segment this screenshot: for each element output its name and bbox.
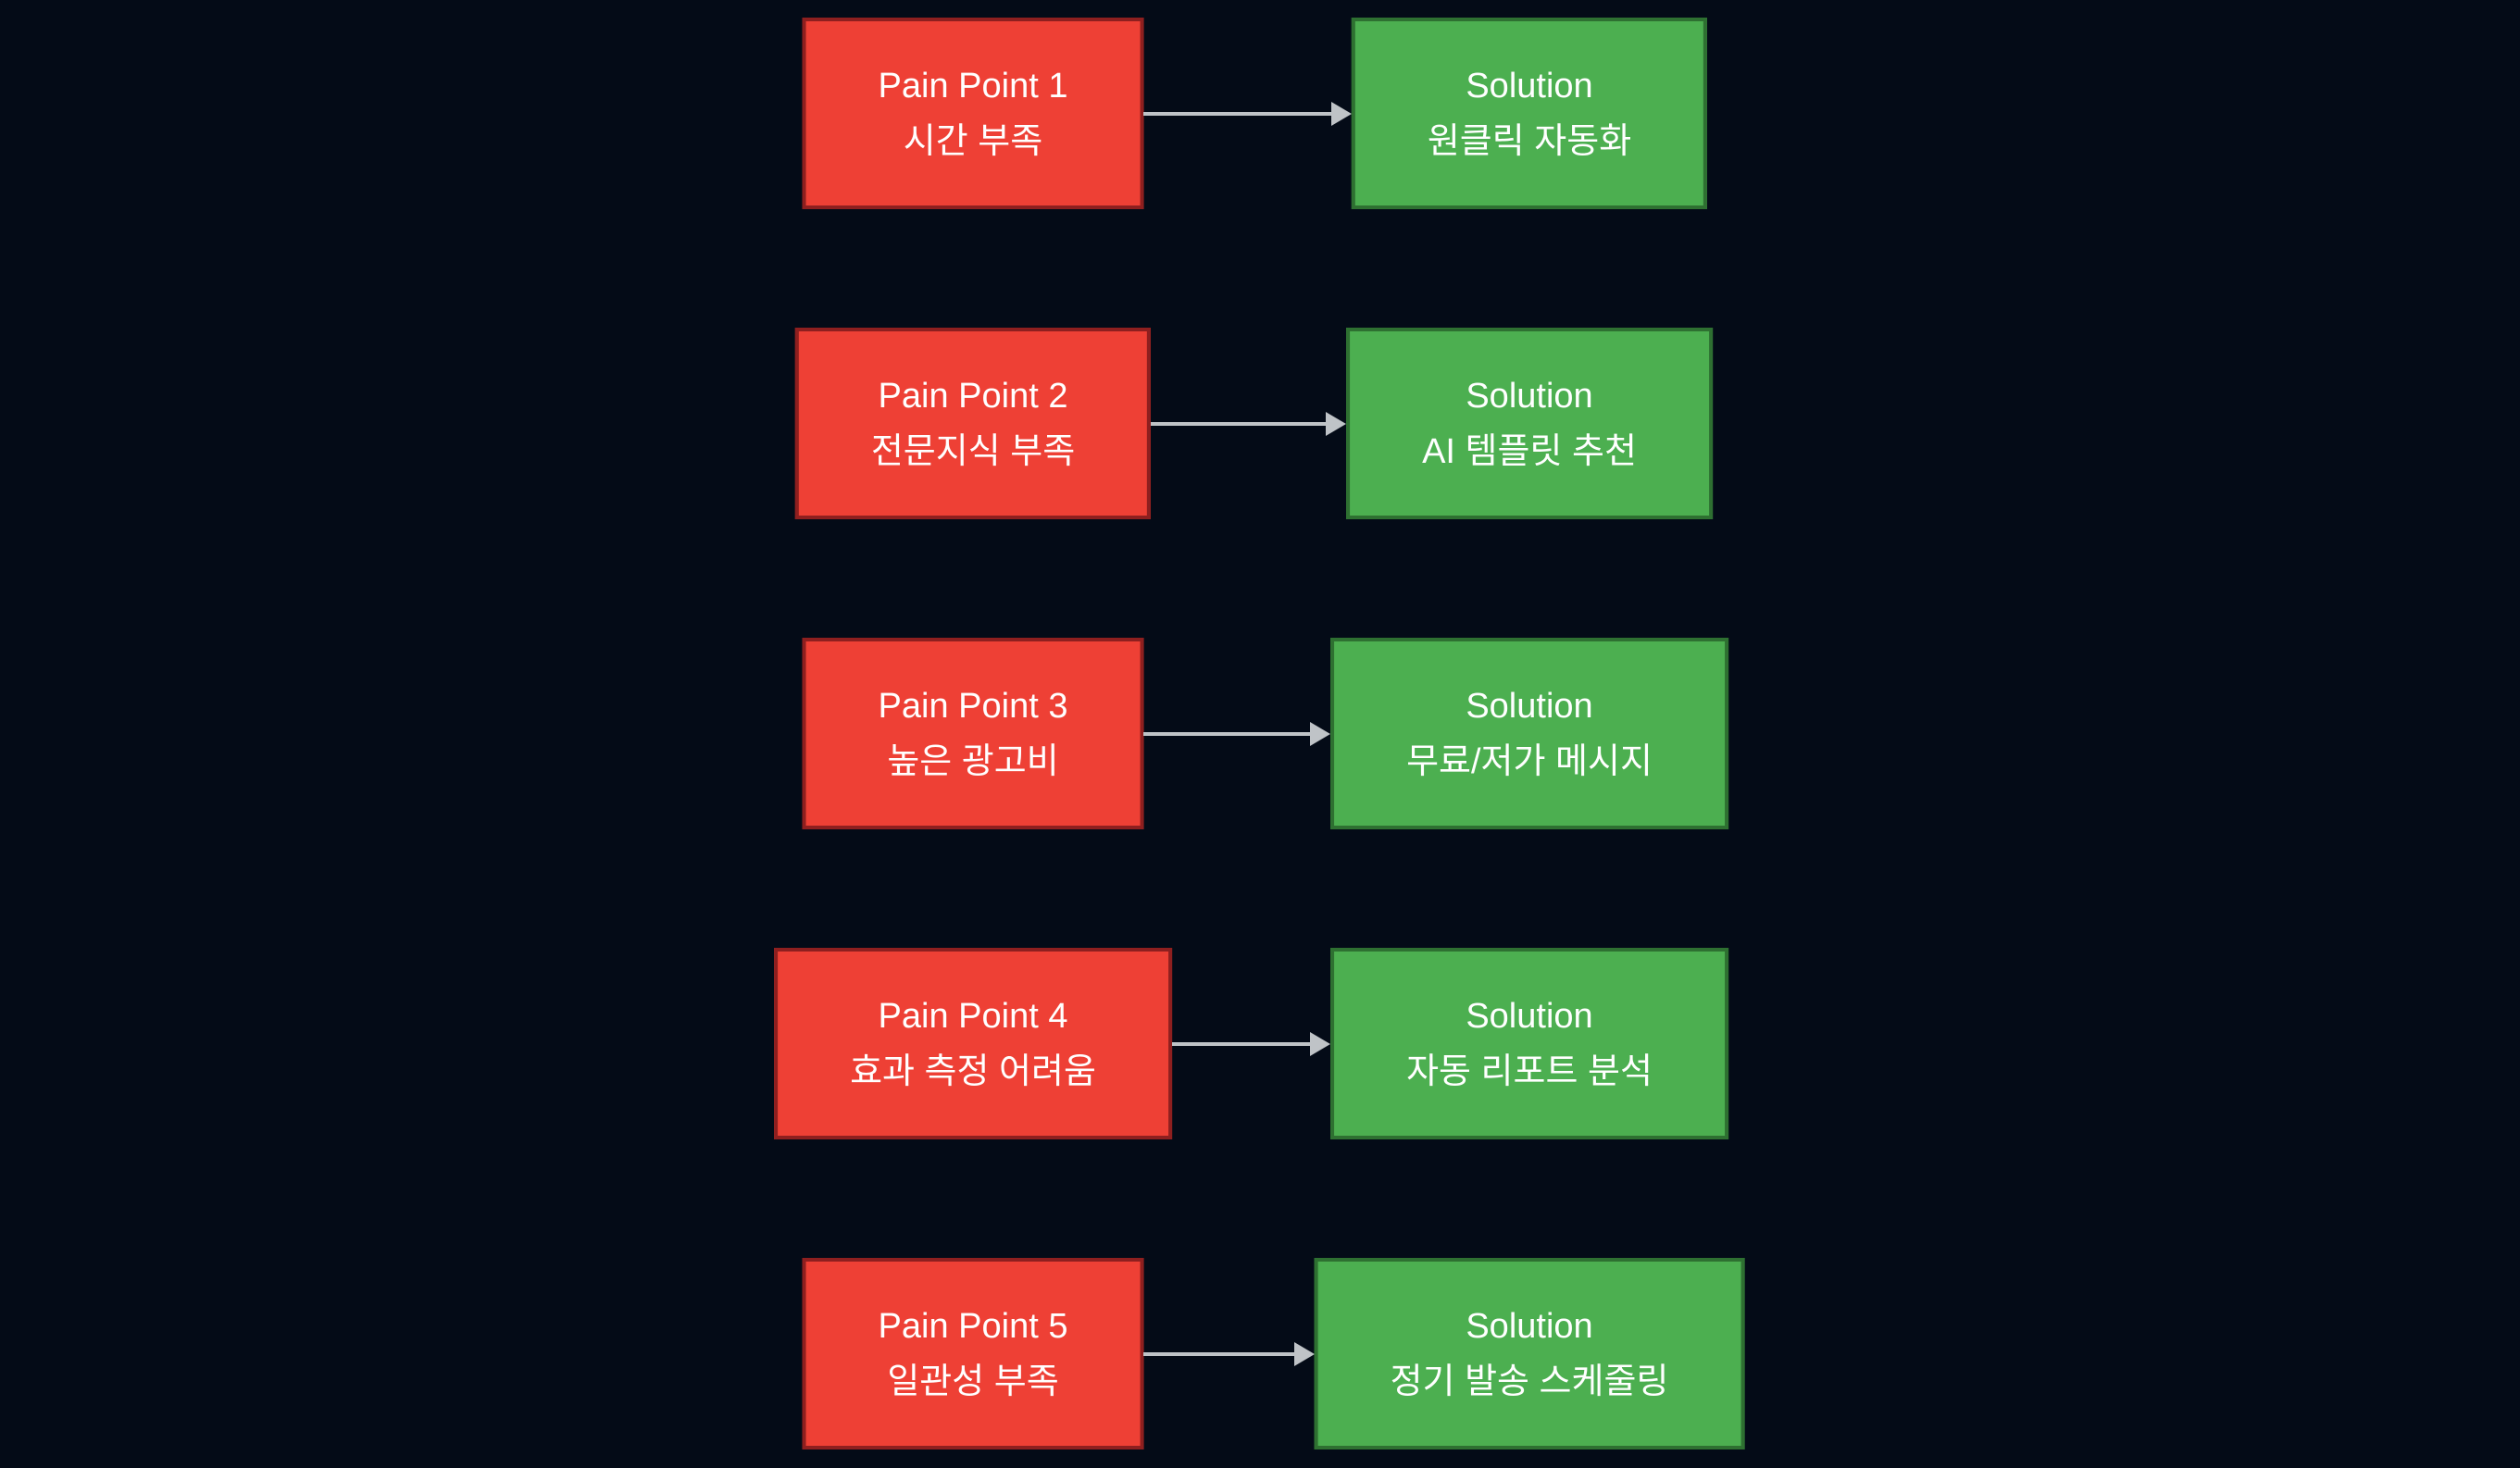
mapping-row-3: Pain Point 3 높은 광고비 Solution 무료/저가 메시지 (0, 638, 2520, 829)
pain-point-title: Pain Point 3 (878, 686, 1068, 726)
pain-point-subtitle: 높은 광고비 (887, 741, 1059, 781)
arrow-shaft (1171, 1041, 1313, 1046)
arrow-shaft (1151, 421, 1329, 426)
mapping-row-1: Pain Point 1 시간 부족 Solution 원클릭 자동화 (0, 18, 2520, 209)
solution-subtitle: 자동 리포트 분석 (1406, 1051, 1653, 1091)
arrow-right-icon (1143, 101, 1352, 126)
pain-point-title: Pain Point 1 (878, 66, 1068, 106)
solution-subtitle: 원클릭 자동화 (1427, 121, 1632, 161)
mapping-row-5: Pain Point 5 일관성 부족 Solution 정기 발송 스케줄링 (0, 1258, 2520, 1449)
pain-point-subtitle: 시간 부족 (903, 121, 1043, 161)
arrowhead-icon (1310, 1031, 1331, 1056)
pain-point-1-node: Pain Point 1 시간 부족 (802, 18, 1144, 209)
pain-point-3-node: Pain Point 3 높은 광고비 (802, 638, 1144, 829)
solution-4-node: Solution 자동 리포트 분석 (1330, 948, 1728, 1139)
solution-5-node: Solution 정기 발송 스케줄링 (1314, 1258, 1745, 1449)
arrow-right-icon (1171, 1031, 1331, 1056)
arrow-shaft (1143, 1351, 1296, 1356)
solution-subtitle: AI 템플릿 추천 (1422, 431, 1637, 471)
solution-title: Solution (1466, 686, 1593, 726)
solution-title: Solution (1466, 376, 1593, 416)
pain-point-5-node: Pain Point 5 일관성 부족 (802, 1258, 1144, 1449)
pain-point-4-node: Pain Point 4 효과 측정 어려움 (774, 948, 1172, 1139)
arrow-right-icon (1143, 1341, 1315, 1366)
mapping-row-2: Pain Point 2 전문지식 부족 Solution AI 템플릿 추천 (0, 328, 2520, 519)
arrow-shaft (1143, 111, 1333, 116)
solution-title: Solution (1466, 996, 1593, 1036)
pain-point-title: Pain Point 2 (878, 376, 1068, 416)
solution-title: Solution (1466, 1306, 1593, 1346)
solution-1-node: Solution 원클릭 자동화 (1351, 18, 1708, 209)
pain-point-2-node: Pain Point 2 전문지식 부족 (794, 328, 1152, 519)
arrow-right-icon (1151, 411, 1347, 436)
solution-subtitle: 정기 발송 스케줄링 (1390, 1362, 1669, 1401)
arrowhead-icon (1293, 1341, 1315, 1366)
solution-subtitle: 무료/저가 메시지 (1406, 741, 1653, 781)
pain-point-subtitle: 효과 측정 어려움 (850, 1051, 1096, 1091)
arrowhead-icon (1326, 411, 1347, 436)
pain-point-title: Pain Point 4 (878, 996, 1068, 1036)
arrow-right-icon (1143, 721, 1331, 746)
pain-point-subtitle: 일관성 부족 (887, 1362, 1059, 1401)
solution-3-node: Solution 무료/저가 메시지 (1330, 638, 1728, 829)
arrowhead-icon (1310, 721, 1331, 746)
pain-point-title: Pain Point 5 (878, 1306, 1068, 1346)
arrowhead-icon (1330, 101, 1352, 126)
solution-2-node: Solution AI 템플릿 추천 (1346, 328, 1713, 519)
mapping-row-4: Pain Point 4 효과 측정 어려움 Solution 자동 리포트 분… (0, 948, 2520, 1139)
solution-title: Solution (1466, 66, 1593, 106)
arrow-shaft (1143, 731, 1313, 736)
pain-point-subtitle: 전문지식 부족 (870, 431, 1076, 471)
